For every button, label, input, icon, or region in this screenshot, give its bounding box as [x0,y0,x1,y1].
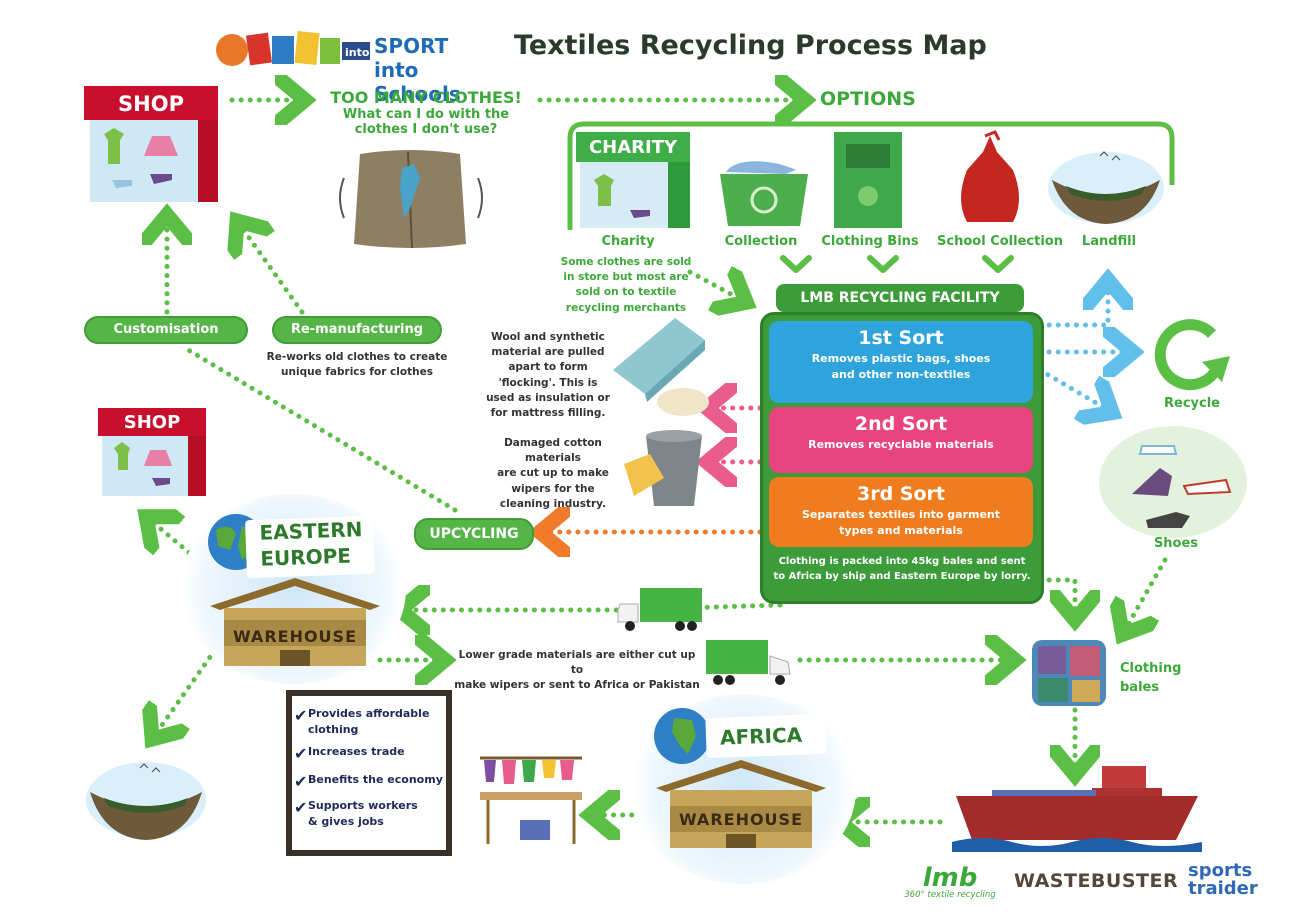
arrow-to-shoes [1037,367,1108,410]
lmb-recycling-facility: 1st Sort Removes plastic bags, shoes and… [760,312,1044,604]
lmb-logo-text: lmb [922,863,978,893]
first-sort-line1: Removes plastic bags, shoes [811,352,991,365]
too-many-line1: What can I do with the [342,107,510,122]
market-stall-icon [480,756,582,844]
option-collection: Collection [724,234,798,249]
arrow-east-to-shop [150,520,213,573]
customisation-pill: Customisation [84,316,248,344]
shoes-label: Shoes [1153,536,1199,551]
landfill-icon-top [1048,151,1164,224]
warehouse-africa-icon [656,760,826,848]
shop-top: SHOP [84,86,218,202]
chevron-bins [867,255,899,273]
benefit-item-3: ✔Benefits the economy [294,772,443,791]
eastern-europe-line1: EASTERN [259,517,363,545]
benefit-item-2: ✔Increases trade [294,744,405,763]
wardrobe-icon [339,150,483,249]
third-sort: 3rd Sort Separates textiles into garment… [769,477,1033,547]
svg-text:into: into [345,46,370,59]
option-landfill: Landfill [1081,234,1137,249]
pack-note: Clothing is packed into 45kg bales and s… [773,556,1031,582]
clothes-icon [104,128,178,188]
eastern-europe-line2: EUROPE [259,543,352,571]
too-many-line2: clothes I don't use? [354,122,498,137]
arrow-facility-to-bales [1037,577,1075,615]
sports-traider-logo: sports traider [1188,862,1258,898]
arrow-shoes-to-bales [1125,557,1168,630]
warehouse-east-icon [210,578,380,666]
charity-shop: CHARITY [576,132,690,228]
options-title: OPTIONS [820,88,916,110]
benefit-item-4: ✔Supports workers& gives jobs [294,798,418,828]
option-charity: Charity [601,234,655,249]
globe-icon-africa [654,708,710,764]
upcycling-pill: UPCYCLING [414,518,534,550]
first-sort: 1st Sort Removes plastic bags, shoes and… [769,321,1033,403]
second-sort-line1: Removes recyclable materials [808,438,994,451]
too-many-title: TOO MANY CLOTHES! [330,88,522,107]
lorry-icon-top [617,588,702,631]
options-bracket [567,121,1175,230]
sports-traider-line1: sports [1188,860,1253,881]
lower-grade-note: Lower grade materials are either cut up … [454,649,700,692]
third-sort-line1: Separates textiles into garment [801,508,1001,521]
sport-into-schools-logo: into SPORT into Schools [210,22,490,106]
option-clothing-bins: Clothing Bins [821,234,919,249]
chevron-collection [780,255,812,273]
shop-bottom: SHOP [98,408,206,496]
arrow-east-to-landfill [155,647,218,735]
remanufacturing-pill: Re-manufacturing [272,316,442,344]
first-sort-title: 1st Sort [858,327,944,349]
chevron-school [982,255,1014,273]
logo-text: SPORT into Schools [374,34,461,106]
shoes-icon [1099,426,1247,538]
page-title: Textiles Recycling Process Map [514,30,987,61]
clothing-bales-icon [1032,640,1106,706]
sports-traider-line2: traider [1188,878,1258,899]
arrow-upcycling-to-customisation [182,345,458,513]
cargo-ship-icon [952,766,1202,852]
arrow-charity-to-facility [687,272,742,300]
third-sort-line2: types and materials [839,523,963,537]
facility-title-banner: LMB RECYCLING FACILITY [776,284,1024,312]
charity-clothes-icon [594,174,650,218]
arrow-remanufacturing-to-shop [240,225,305,315]
lmb-logo: lmb 360° textile recycling [900,863,1000,900]
third-sort-title: 3rd Sort [857,483,945,505]
recycle-icon [1154,319,1230,391]
africa-flag: AFRICA [705,713,827,759]
wastebuster-logo: WASTEBUSTER [1014,870,1179,892]
landfill-icon-bottom [86,762,206,840]
option-school-collection: School Collection [937,234,1063,249]
warehouse-africa-label: WAREHOUSE [679,810,803,829]
africa-label: AFRICA [719,722,803,750]
school-bag-icon [961,130,1019,222]
eastern-europe-flag: EASTERN EUROPE [245,515,375,579]
second-sort-title: 2nd Sort [854,413,948,435]
shop-bottom-label: SHOP [123,412,181,433]
second-sort: 2nd Sort Removes recyclable materials [769,407,1033,473]
warehouse-east-label: WAREHOUSE [233,627,357,646]
charity-sign-label: CHARITY [588,137,678,158]
clothing-bin-icon [834,132,902,228]
shop-top-label: SHOP [118,92,184,116]
lmb-logo-sub: 360° textile recycling [904,890,996,900]
recycle-label: Recycle [1164,396,1220,411]
shop-bottom-clothes-icon [114,442,172,486]
arrow-to-eastern-europe [405,605,783,610]
bucket-icon [624,430,702,506]
lorry-icon-bottom [706,640,791,685]
first-sort-line2: and other non-textiles [831,367,971,381]
arrow-to-landfill [1037,285,1108,328]
mattress-icon [613,318,709,416]
collection-basket-icon [720,161,808,226]
